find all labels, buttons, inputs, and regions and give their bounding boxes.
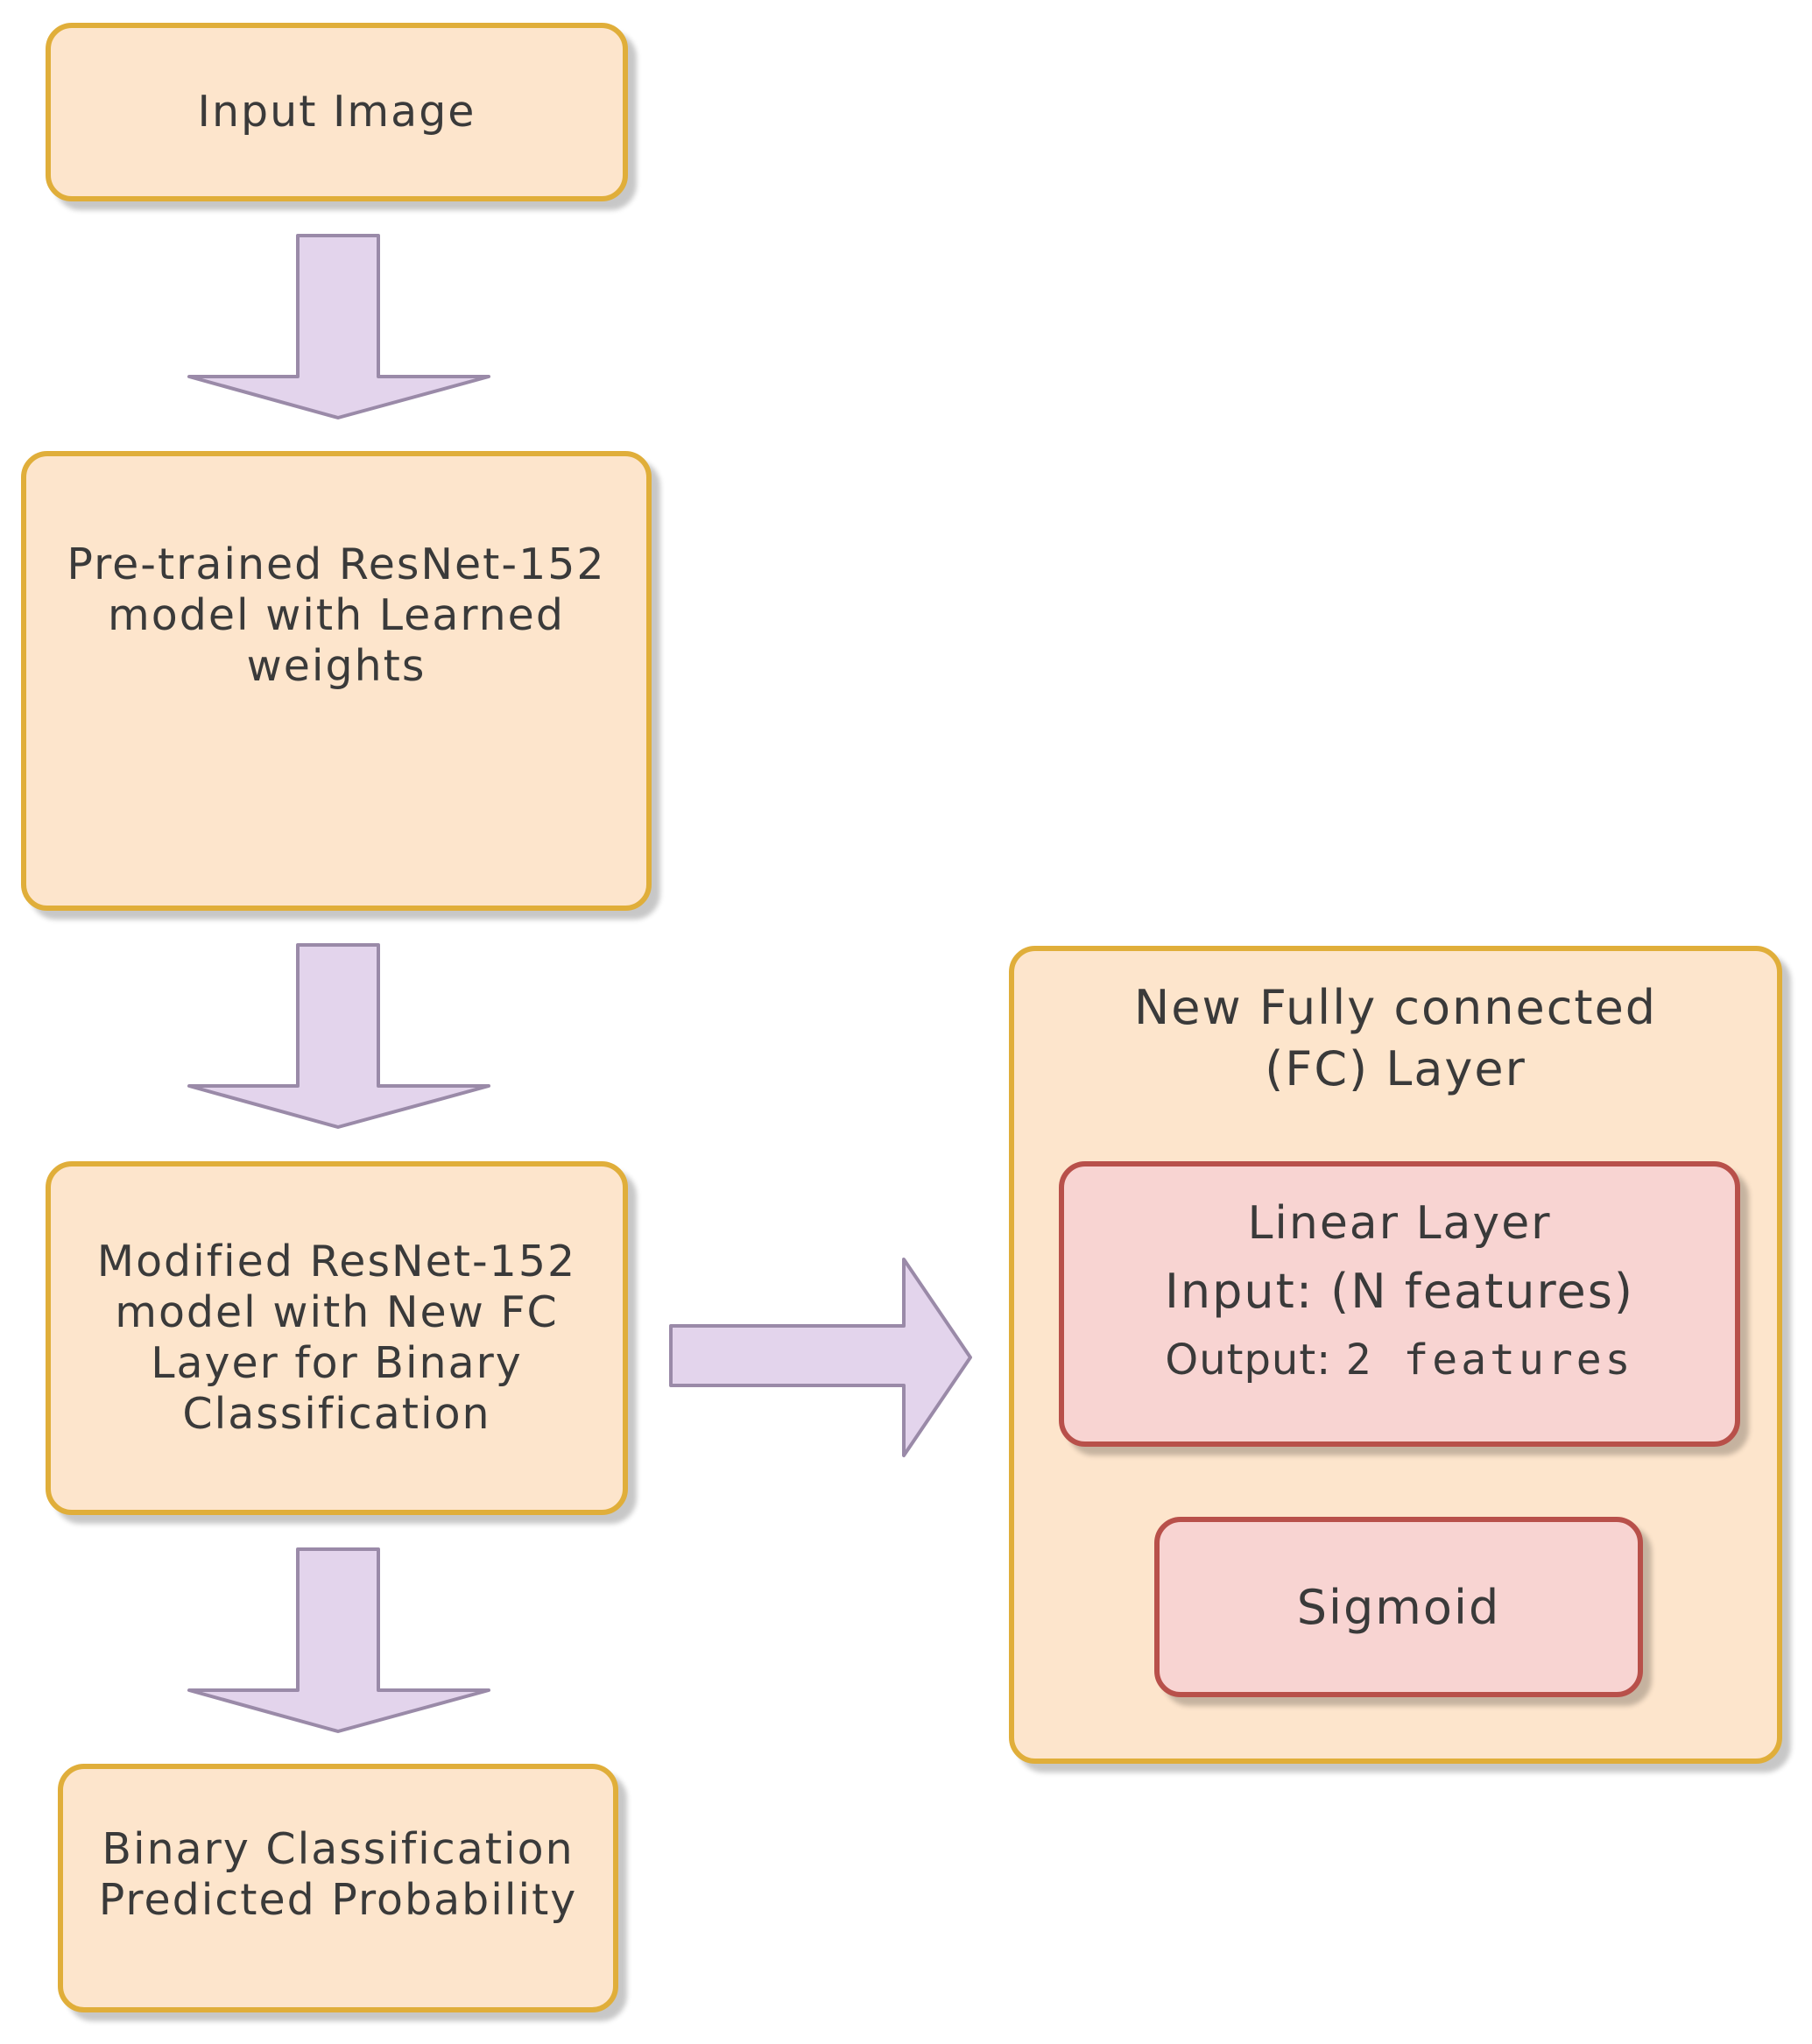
arrow-down-icon (187, 1547, 490, 1733)
linear-output-value: 2 features (1345, 1336, 1634, 1385)
pretrained-model-node: Pre-trained ResNet-152 model with Learne… (21, 451, 652, 911)
input-image-label: Input Image (197, 87, 476, 137)
arrow-right-icon (669, 1258, 972, 1457)
input-image-node: Input Image (46, 23, 628, 201)
modified-model-node: Modified ResNet-152 model with New FC La… (46, 1161, 628, 1515)
arrow-down-icon (187, 943, 490, 1129)
sigmoid-node: Sigmoid (1154, 1517, 1643, 1697)
linear-layer-output: Output: 2 features (1064, 1326, 1735, 1394)
modified-model-label: Modified ResNet-152 model with New FC La… (96, 1237, 577, 1439)
linear-layer-name: Linear Layer (1247, 1197, 1552, 1250)
linear-output-prefix: Output: (1165, 1336, 1346, 1385)
linear-layer-node: Linear Layer Input: (N features) Output:… (1059, 1161, 1740, 1447)
output-probability-node: Binary Classification Predicted Probabil… (58, 1764, 618, 2012)
pretrained-model-label: Pre-trained ResNet-152 model with Learne… (67, 539, 606, 691)
sigmoid-label: Sigmoid (1296, 1579, 1501, 1635)
arrow-down-icon (187, 234, 490, 419)
output-probability-label: Binary Classification Predicted Probabil… (98, 1824, 578, 1925)
linear-layer-input: Input: (N features) (1165, 1264, 1634, 1319)
fc-layer-container: New Fully connected (FC) Layer Linear La… (1009, 946, 1782, 1764)
fc-layer-title: New Fully connected (FC) Layer (1133, 980, 1658, 1096)
